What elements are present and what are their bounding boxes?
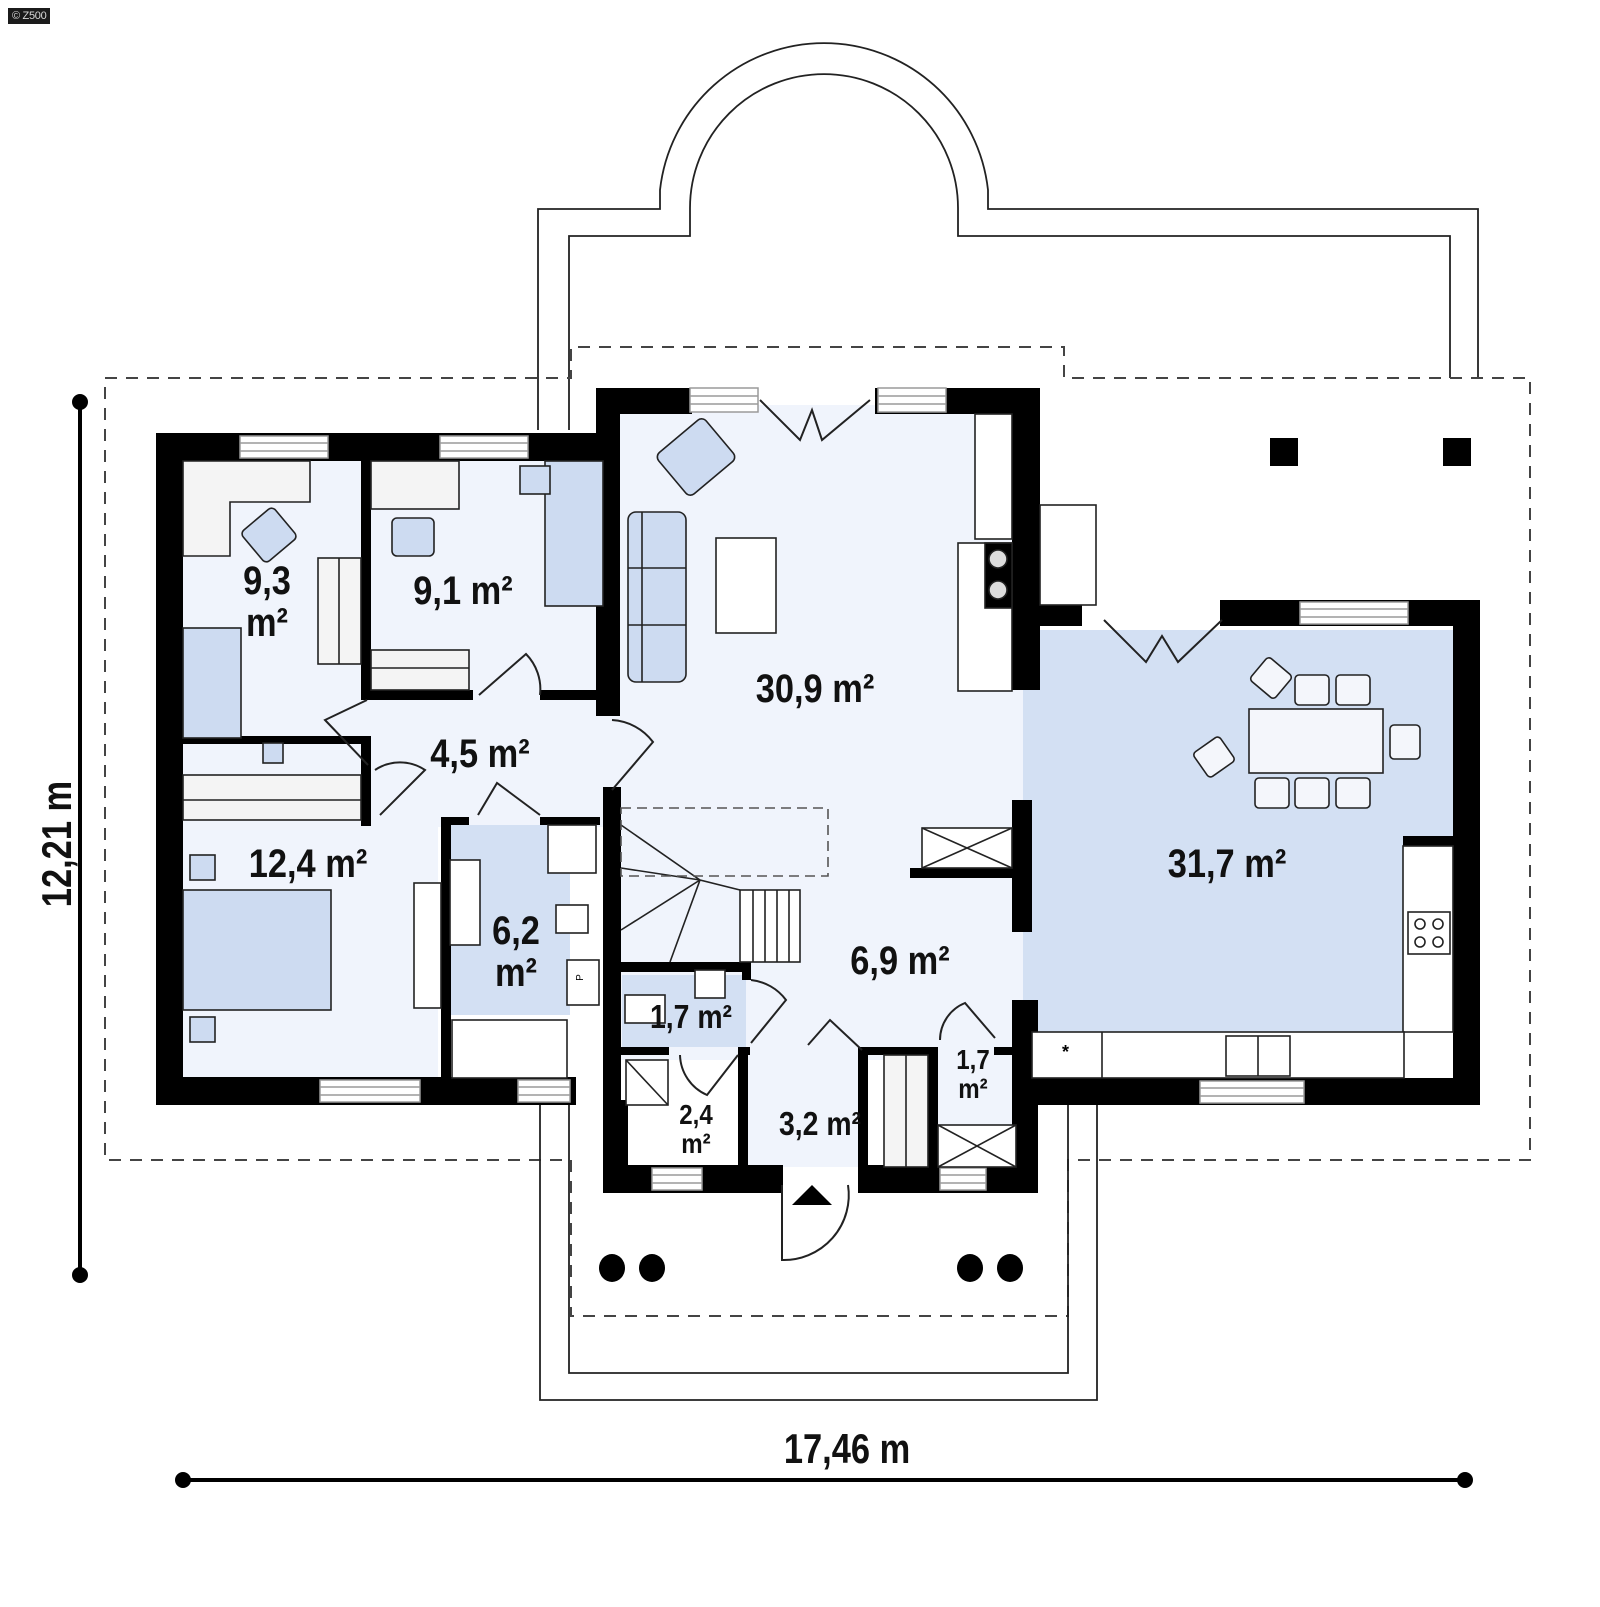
area-unit: m² bbox=[681, 1128, 711, 1160]
room-area-master-bedroom: 12,4 m² bbox=[239, 843, 377, 885]
room-area-bedroom-1: 9,3 m² bbox=[237, 560, 297, 644]
area-value: 30,9 bbox=[755, 667, 823, 711]
entrance-arrow-icon bbox=[792, 1185, 832, 1205]
room-area-bedroom-2: 9,1 m² bbox=[403, 570, 523, 612]
kitchen-marker-icon: * bbox=[1062, 1042, 1070, 1062]
area-unit: m² bbox=[832, 667, 875, 711]
terrace-columns bbox=[599, 438, 1471, 1282]
pump-label: P bbox=[574, 974, 586, 981]
windows bbox=[239, 387, 1409, 1191]
room-area-wc: 1,7 m² bbox=[644, 998, 739, 1035]
area-unit: m² bbox=[1244, 842, 1287, 886]
area-unit: m² bbox=[325, 842, 368, 886]
area-value: 2,4 bbox=[679, 1099, 713, 1130]
area-unit: m² bbox=[826, 1105, 862, 1142]
area-value: 3,2 bbox=[778, 1105, 819, 1142]
room-area-hall: 4,5 m² bbox=[420, 733, 540, 775]
staircase bbox=[620, 807, 829, 963]
room-area-entry-vestibule: 3,2 m² bbox=[768, 1105, 871, 1142]
area-unit: m² bbox=[907, 939, 950, 983]
room-area-staircase-hall: 6,9 m² bbox=[840, 940, 960, 982]
area-value: 6,9 bbox=[850, 939, 899, 983]
area-value: 12,4 bbox=[248, 842, 316, 886]
width-dimension-label: 17,46 m bbox=[783, 1425, 911, 1472]
area-unit: m² bbox=[958, 1073, 988, 1105]
area-value: 1,7 bbox=[649, 998, 690, 1035]
area-value: 9,3 bbox=[243, 559, 291, 603]
area-value: 1,7 bbox=[956, 1044, 990, 1075]
doors bbox=[323, 399, 1223, 1262]
chimney bbox=[921, 827, 1013, 869]
area-value: 9,1 bbox=[413, 569, 462, 613]
porch-outline bbox=[539, 1100, 1098, 1401]
area-unit: m² bbox=[470, 569, 513, 613]
room-area-kitchen-dining: 31,7 m² bbox=[1158, 843, 1296, 885]
roof-outline-dashed bbox=[104, 346, 1531, 1317]
ventilation-shaft bbox=[937, 1124, 1017, 1168]
area-value: 4,5 bbox=[430, 732, 479, 776]
dimension-lines bbox=[72, 394, 1473, 1488]
room-area-boiler-room: 1,7 m² bbox=[947, 1045, 999, 1104]
furniture bbox=[182, 413, 1454, 1168]
area-value: 6,2 bbox=[492, 909, 540, 953]
area-unit: m² bbox=[245, 601, 289, 645]
terrace-outline-top bbox=[537, 42, 1479, 430]
area-unit: m² bbox=[697, 998, 733, 1035]
area-value: 31,7 bbox=[1167, 842, 1235, 886]
room-area-bathroom: 6,2 m² bbox=[482, 910, 551, 994]
height-dimension-label: 12,21 m bbox=[33, 780, 81, 908]
area-unit: m² bbox=[487, 732, 530, 776]
room-area-utility: 2,4 m² bbox=[670, 1100, 722, 1159]
area-unit: m² bbox=[494, 951, 538, 995]
room-area-living-room: 30,9 m² bbox=[746, 668, 884, 710]
watermark-badge: © Z500 bbox=[8, 8, 51, 24]
